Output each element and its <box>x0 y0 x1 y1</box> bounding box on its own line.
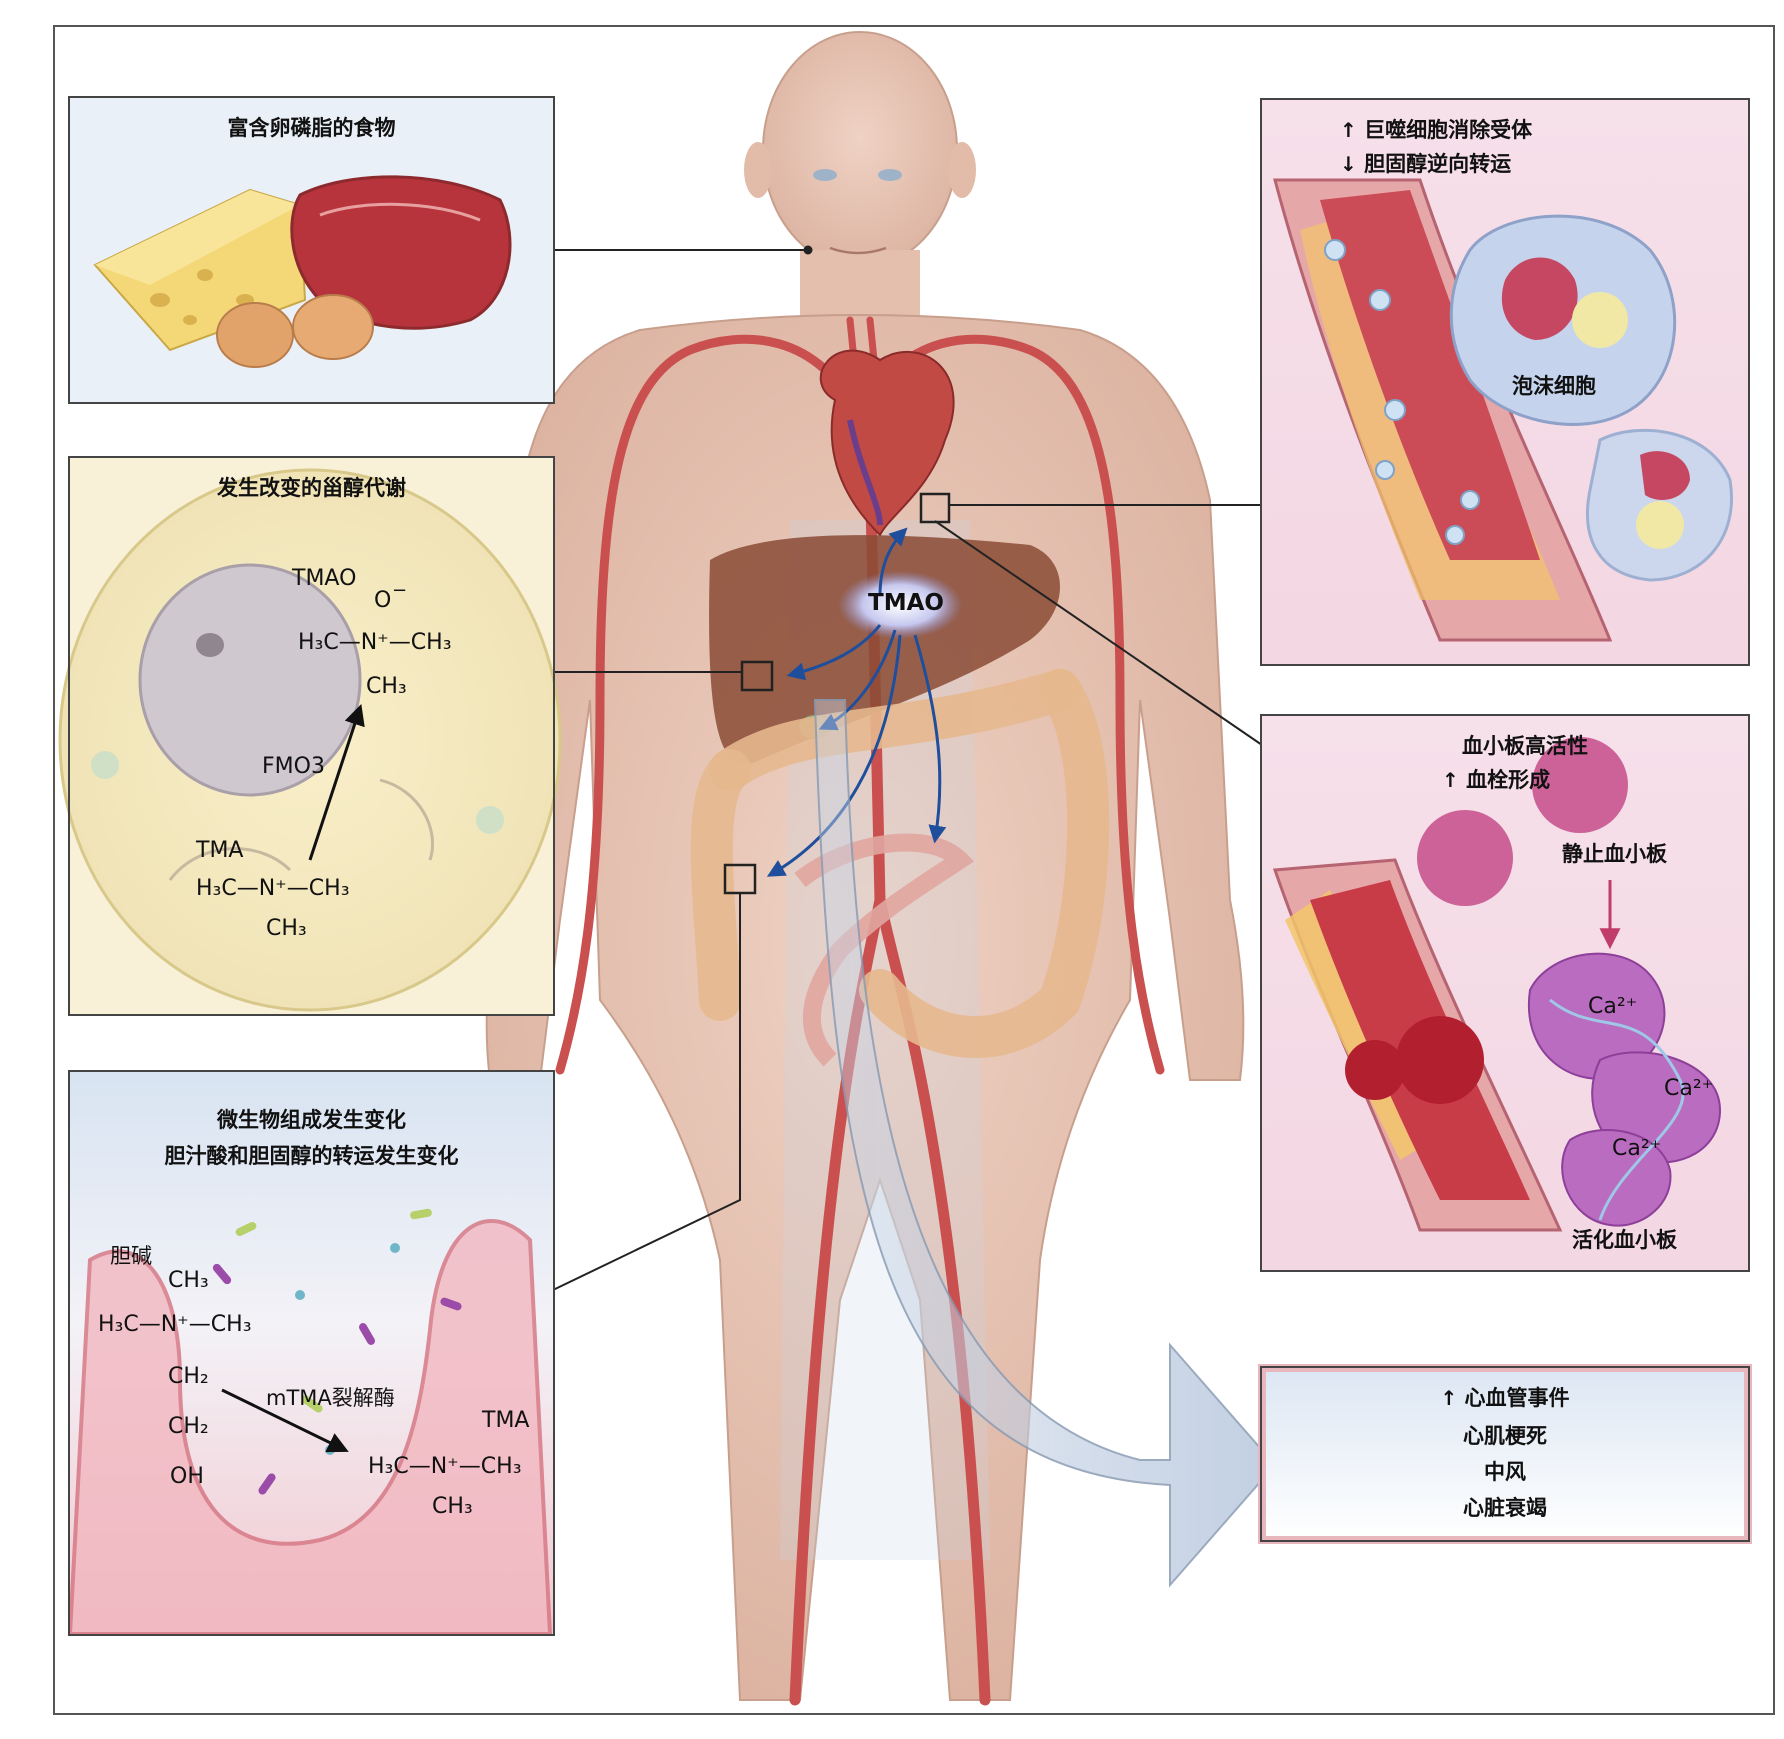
resting-platelet-label: 静止血小板 <box>1562 838 1667 868</box>
human-body <box>487 32 1244 1700</box>
calcium-label: Ca²⁺ <box>1664 1076 1713 1101</box>
choline-oh: OH <box>170 1464 204 1489</box>
macrophage-panel: ↑ 巨噬细胞消除受体 ↓ 胆固醇逆向转运 泡沫细胞 <box>1260 98 1750 666</box>
calcium-label: Ca²⁺ <box>1588 994 1637 1019</box>
mtma-lyase-label: mTMA裂解酶 <box>266 1382 395 1412</box>
tma-formula-bottom: CH₃ <box>266 916 307 941</box>
event-item-myocardial-infarction: 心肌梗死 <box>1262 1420 1748 1450</box>
events-title-text: 心血管事件 <box>1465 1386 1570 1410</box>
tma-product-label: TMA <box>482 1408 529 1433</box>
event-item-heart-failure: 心脏衰竭 <box>1262 1492 1748 1522</box>
body-tmao-label: TMAO <box>868 590 944 616</box>
foam-cell-label: 泡沫细胞 <box>1512 370 1596 400</box>
tma-product-formula: H₃C—N⁺—CH₃ <box>368 1454 522 1479</box>
cardiovascular-events-panel: ↑ 心血管事件 心肌梗死 中风 心脏衰竭 <box>1260 1366 1750 1542</box>
events-title: ↑ 心血管事件 <box>1262 1382 1748 1412</box>
tma-structure-label: TMA <box>196 838 243 863</box>
microbe-panel-line1: 微生物组成发生变化 <box>70 1104 553 1134</box>
microbe-panel: 微生物组成发生变化 胆汁酸和胆固醇的转运发生变化 胆碱 CH₃ H₃C—N⁺—C… <box>68 1070 555 1636</box>
activated-platelet-label: 活化血小板 <box>1572 1224 1677 1254</box>
food-panel: 富含卵磷脂的食物 <box>68 96 555 404</box>
up-arrow-icon: ↑ <box>1442 768 1459 792</box>
macrophage-line1-text: 巨噬细胞消除受体 <box>1364 118 1532 142</box>
tma-formula: H₃C—N⁺—CH₃ <box>196 876 350 901</box>
tmao-structure-label: TMAO <box>292 566 356 591</box>
steroid-panel-title: 发生改变的甾醇代谢 <box>70 472 553 502</box>
up-arrow-icon: ↑ <box>1440 1386 1457 1410</box>
tma-product-bottom: CH₃ <box>432 1494 473 1519</box>
up-arrow-icon: ↑ <box>1340 118 1357 142</box>
food-panel-title: 富含卵磷脂的食物 <box>70 112 553 142</box>
macrophage-line2: ↓ 胆固醇逆向转运 <box>1340 148 1511 178</box>
tmao-formula: H₃C—N⁺—CH₃ <box>298 630 452 655</box>
choline-formula: H₃C—N⁺—CH₃ <box>98 1312 252 1337</box>
steroid-panel: 发生改变的甾醇代谢 TMAO O − H₃C—N⁺—CH₃ CH₃ FMO3 T… <box>68 456 555 1016</box>
event-item-stroke: 中风 <box>1262 1456 1748 1486</box>
calcium-label: Ca²⁺ <box>1612 1136 1661 1161</box>
platelet-line2-text: 血栓形成 <box>1466 768 1550 792</box>
choline-label: 胆碱 <box>110 1240 152 1270</box>
platelet-line2: ↑ 血栓形成 <box>1442 764 1550 794</box>
microbe-panel-line2: 胆汁酸和胆固醇的转运发生变化 <box>70 1140 553 1170</box>
platelet-line1: 血小板高活性 <box>1462 730 1588 760</box>
macrophage-line1: ↑ 巨噬细胞消除受体 <box>1340 114 1532 144</box>
down-arrow-icon: ↓ <box>1340 152 1357 176</box>
tmao-formula-bottom: CH₃ <box>366 674 407 699</box>
choline-ch3-top: CH₃ <box>168 1268 209 1293</box>
tmao-oxygen: O <box>374 588 391 613</box>
choline-ch2-b: CH₂ <box>168 1414 209 1439</box>
macrophage-line2-text: 胆固醇逆向转运 <box>1364 152 1511 176</box>
fmo3-enzyme-label: FMO3 <box>262 754 325 779</box>
platelet-panel: 血小板高活性 ↑ 血栓形成 静止血小板 Ca²⁺ Ca²⁺ Ca²⁺ 活化血小板 <box>1260 714 1750 1272</box>
choline-ch2-a: CH₂ <box>168 1364 209 1389</box>
tmao-oxygen-charge: − <box>392 580 407 601</box>
